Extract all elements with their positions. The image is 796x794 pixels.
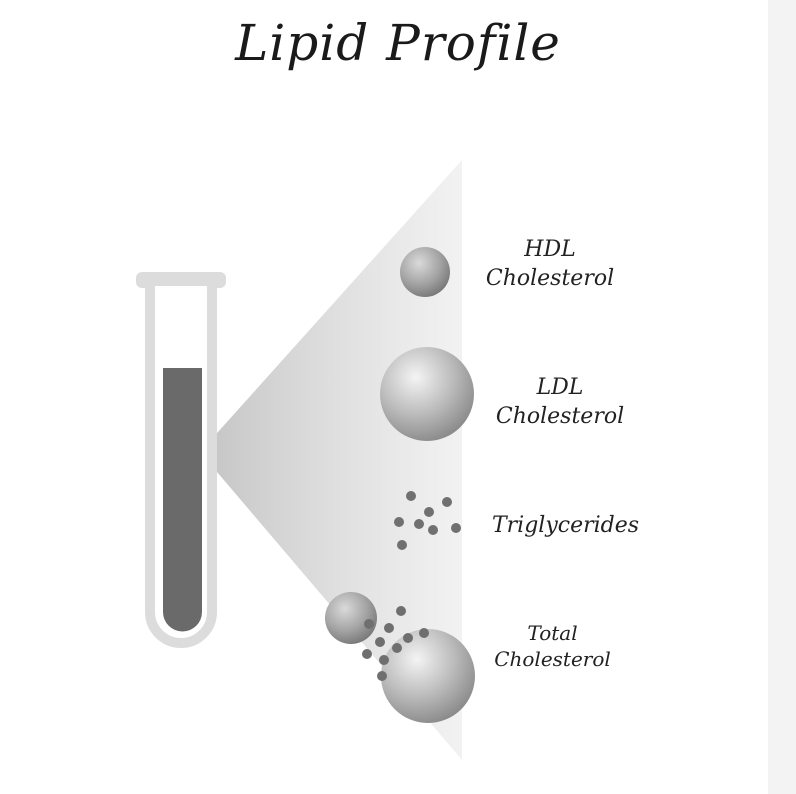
triglycerides-label: Triglycerides [478,512,653,541]
hdl-sphere [400,247,450,297]
ldl-label-line1: LDL [536,375,584,400]
blood-sample [163,368,202,632]
triglyceride-dots [394,491,461,550]
ldl-label-line2: Cholesterol [495,403,625,429]
hdl-label-line2: Cholesterol [485,265,615,291]
total-label-line1: Total [527,621,578,645]
total-cholesterol-label: Total Cholesterol [470,620,635,672]
hdl-label-line1: HDL [524,237,576,262]
total-label-line2: Cholesterol [494,647,611,671]
test-tube-icon [136,272,226,648]
triglycerides-label-text: Triglycerides [491,513,640,538]
right-edge-panel [768,0,796,794]
page-title: Lipid Profile [235,14,561,72]
ldl-label: LDL Cholesterol [475,374,645,431]
hdl-label: HDL Cholesterol [470,236,630,293]
total-cholesterol-cluster [325,592,475,723]
ldl-sphere [380,347,474,441]
